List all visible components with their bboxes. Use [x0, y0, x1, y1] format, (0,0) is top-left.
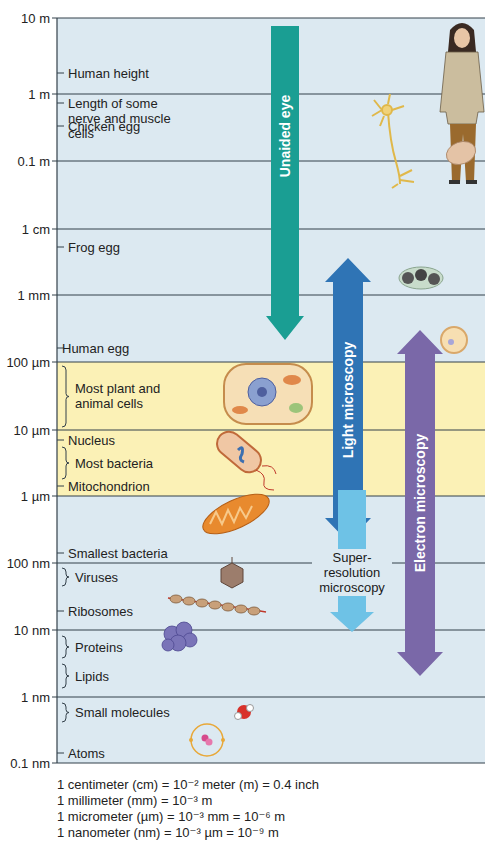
object-label: Human egg — [62, 341, 129, 356]
scale-value: 10 m — [21, 11, 50, 26]
object-label: Small molecules — [75, 705, 170, 720]
nerve-cell — [372, 94, 414, 188]
bacterium — [212, 427, 276, 490]
scale-value: 10 nm — [14, 623, 50, 638]
object-label: Ribosomes — [68, 604, 133, 619]
mitochondrion — [197, 486, 274, 542]
arrow-fill — [266, 26, 304, 340]
object-label: Human height — [68, 66, 149, 81]
ribosome — [235, 605, 247, 613]
axis-tick — [52, 630, 57, 631]
ribosome — [170, 595, 182, 603]
object-label: Smallest bacteria — [68, 546, 168, 561]
range-arrow: Unaided eye — [266, 26, 304, 340]
atom — [189, 724, 225, 756]
label-tick — [57, 753, 64, 754]
object-label: Mitochondrion — [68, 479, 150, 494]
arrow-label: Light microscopy — [340, 342, 356, 459]
decade-line — [57, 697, 485, 698]
scale-value: 100 nm — [7, 556, 50, 571]
axis-tick — [52, 496, 57, 497]
brace — [62, 703, 69, 722]
label-tick — [57, 611, 64, 612]
label-tick — [57, 486, 64, 487]
object-label: Nucleus — [68, 433, 115, 448]
decade-line — [57, 18, 485, 19]
virus — [221, 557, 243, 588]
label-tick — [57, 73, 64, 74]
axis-tick — [52, 161, 57, 162]
human-egg — [441, 327, 467, 353]
brace — [62, 447, 69, 479]
axis-tick — [52, 94, 57, 95]
object-label: Lipids — [75, 669, 109, 684]
label-tick — [57, 103, 64, 104]
scale-value: 10 µm — [14, 423, 50, 438]
scale-value: 1 mm — [18, 288, 51, 303]
plant-animal-cell — [224, 364, 312, 424]
axis-tick — [52, 362, 57, 363]
protein — [162, 622, 197, 651]
arrow-shape — [266, 26, 304, 340]
object-label: Frog egg — [68, 240, 120, 255]
ribosome — [209, 601, 221, 609]
label-tick — [57, 126, 64, 127]
brace — [62, 664, 69, 688]
ribosome — [183, 597, 195, 605]
brace — [62, 366, 69, 427]
decade-line — [57, 763, 485, 764]
frog-eggs — [399, 267, 443, 289]
axis-tick — [52, 229, 57, 230]
scale-value: 1 µm — [21, 489, 50, 504]
scale-axis — [56, 18, 57, 763]
unit-note: 1 centimeter (cm) = 10⁻² meter (m) = 0.4… — [57, 777, 319, 792]
ribosome — [248, 607, 260, 615]
unit-note: 1 micrometer (µm) = 10⁻³ mm = 10⁻⁶ m — [57, 809, 285, 824]
axis-tick — [52, 430, 57, 431]
arrow-label: Unaided eye — [277, 95, 293, 177]
unit-note: 1 nanometer (nm) = 10⁻³ µm = 10⁻⁹ m — [57, 825, 279, 840]
arrow-label: Super-resolution microscopy — [312, 549, 392, 596]
chicken-egg — [443, 138, 479, 169]
object-label: Viruses — [75, 570, 118, 585]
object-label: Most plant and animal cells — [75, 381, 195, 411]
object-label: Proteins — [75, 640, 123, 655]
axis-tick — [52, 763, 57, 764]
scale-value: 100 µm — [6, 355, 50, 370]
object-label: Chicken egg — [68, 119, 140, 134]
ribosome — [196, 599, 208, 607]
unit-note: 1 millimeter (mm) = 10⁻³ m — [57, 793, 212, 808]
range-arrow: Electron microscopy — [397, 330, 443, 676]
scale-value: 1 m — [28, 87, 50, 102]
ribosome-chain — [168, 595, 266, 615]
label-tick — [57, 553, 64, 554]
arrow-fill — [397, 330, 443, 676]
scale-value: 0.1 m — [17, 154, 50, 169]
human-figure — [440, 23, 484, 184]
decade-lines — [52, 18, 485, 763]
scale-value: 1 cm — [22, 222, 50, 237]
brace — [62, 636, 69, 658]
axis-tick — [52, 18, 57, 19]
brace — [62, 568, 69, 586]
axis-tick — [52, 563, 57, 564]
object-label: Atoms — [68, 746, 105, 761]
label-tick — [57, 440, 64, 441]
label-ticks — [57, 73, 69, 753]
axis-tick — [52, 697, 57, 698]
scale-value: 1 nm — [21, 690, 50, 705]
scale-value: 0.1 nm — [10, 756, 50, 771]
arrow-label: Electron microscopy — [412, 434, 428, 573]
object-label: Most bacteria — [75, 456, 153, 471]
ribosome — [222, 603, 234, 611]
label-tick — [57, 247, 64, 248]
range-arrow: Super-resolution microscopy — [308, 490, 396, 632]
small-molecule — [235, 705, 254, 720]
axis-tick — [52, 295, 57, 296]
panel-ground — [57, 18, 485, 763]
